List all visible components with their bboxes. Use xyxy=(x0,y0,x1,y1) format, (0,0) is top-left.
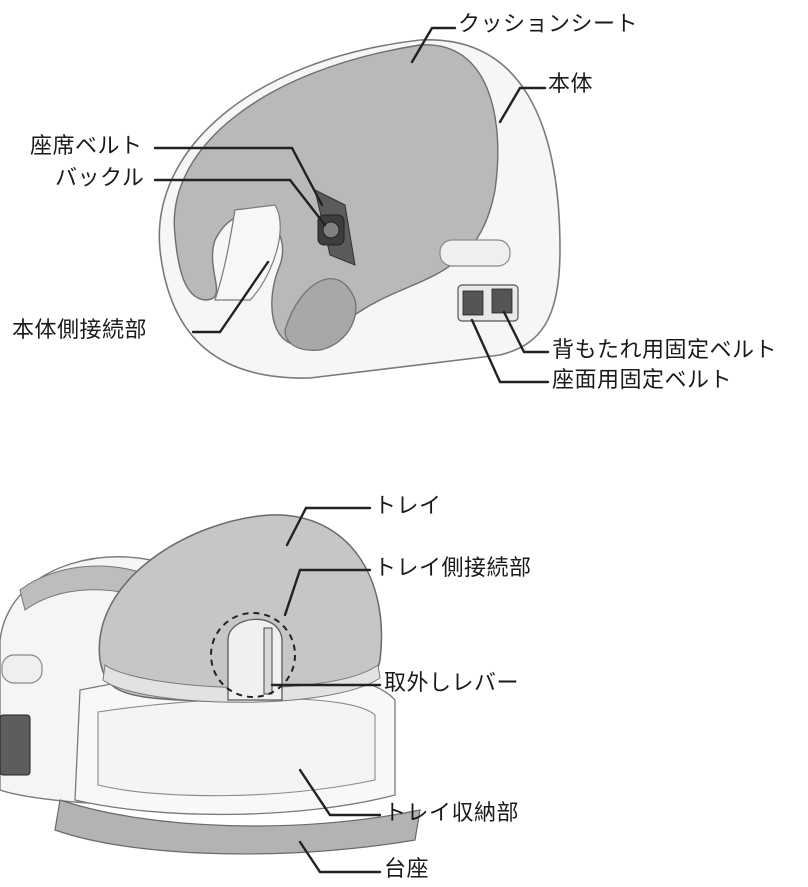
tray-rim xyxy=(102,664,381,703)
label-cushion-seat: クッションシート xyxy=(458,12,639,37)
side-handle-slot xyxy=(439,239,511,267)
lower-belt-panel xyxy=(0,714,31,776)
tray-connector-opening xyxy=(227,618,283,701)
leader-main-body xyxy=(498,86,547,124)
label-buckle: バックル xyxy=(55,166,145,191)
label-main-body: 本体 xyxy=(548,72,594,97)
release-lever-shape xyxy=(263,627,273,695)
tray-storage-face xyxy=(97,698,376,797)
leader-body-connector xyxy=(191,260,270,334)
label-body-connector: 本体側接続部 xyxy=(12,318,148,343)
lower-side-slot xyxy=(1,654,43,684)
leader-backrest-belt xyxy=(502,310,550,354)
buckle-ring xyxy=(322,221,340,239)
label-tray-storage: トレイ収納部 xyxy=(384,801,520,826)
leader-cushion-seat xyxy=(410,26,457,64)
base-plinth xyxy=(54,799,421,855)
leader-tray-connector xyxy=(283,568,372,617)
leader-seat-fix-belt xyxy=(470,318,550,384)
label-seat-fix-belt: 座面用固定ベルト xyxy=(552,368,733,393)
leader-tray-storage xyxy=(298,768,382,817)
backrest-belt-port xyxy=(491,288,513,314)
label-tray: トレイ xyxy=(374,494,442,519)
tray-shape xyxy=(98,514,383,703)
label-backrest-belt: 背もたれ用固定ベルト xyxy=(552,338,778,363)
label-seat-belt: 座席ベルト xyxy=(30,134,143,159)
seat-belt-port xyxy=(462,290,484,316)
leader-buckle xyxy=(153,178,327,227)
leader-seat-belt xyxy=(153,146,324,207)
leader-tray xyxy=(285,506,372,547)
seat-hollow xyxy=(284,278,357,351)
label-tray-connector: トレイ側接続部 xyxy=(374,556,532,581)
connector-highlight-circle xyxy=(210,612,296,698)
leader-base xyxy=(298,840,382,874)
label-release-lever: 取外しレバー xyxy=(384,671,520,696)
label-base: 台座 xyxy=(384,857,430,882)
front-insert xyxy=(214,204,281,301)
